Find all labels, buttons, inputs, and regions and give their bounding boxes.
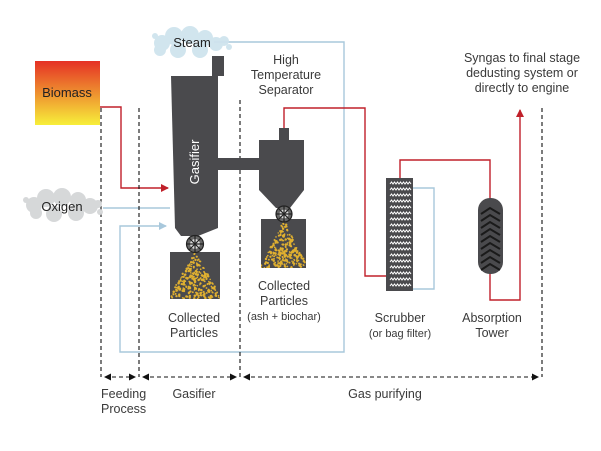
separator-label-line1: High — [273, 53, 299, 67]
feed-lines — [103, 41, 435, 353]
tower-to-syngas-line — [489, 109, 524, 301]
separator-label-line3: Separator — [259, 83, 314, 97]
collected1-label-line2: Particles — [170, 326, 218, 340]
oxigen-cloud-icon — [23, 188, 103, 222]
scrubber-label-line1: Scrubber — [375, 311, 426, 325]
gas-lines — [100, 106, 524, 301]
separator-body — [259, 140, 304, 208]
absorption-label-line2: Tower — [475, 326, 508, 340]
stage-gas-purifying: Gas purifying — [348, 387, 422, 401]
separator-particle-pile — [261, 220, 306, 268]
collected2-label-line2: Particles — [260, 294, 308, 308]
separator-valve-icon — [275, 205, 293, 223]
stage-dividers — [100, 100, 543, 381]
steam-cloud-icon — [152, 26, 232, 58]
syngas-label-line2: dedusting system or — [466, 66, 578, 80]
steam-label: Steam — [173, 35, 211, 50]
gasifier-unit-label: Gasifier — [187, 139, 202, 184]
biomass-box — [35, 61, 100, 125]
collected1-label-line1: Collected — [168, 311, 220, 325]
stage-feeding-line1: Feeding — [101, 387, 146, 401]
gasifier-valve-icon — [185, 234, 205, 254]
stage-gasifier: Gasifier — [172, 387, 215, 401]
gasifier-connector — [218, 158, 259, 170]
collected2-label-line3: (ash + biochar) — [247, 311, 321, 323]
separator-unit — [259, 128, 306, 268]
syngas-label-line1: Syngas to final stage — [464, 51, 580, 65]
stage-feeding-line2: Process — [101, 402, 146, 416]
separator-outlet-line — [283, 107, 386, 277]
biomass-feed-line — [100, 106, 169, 192]
absorption-label-line1: Absorption — [462, 311, 522, 325]
absorption-tower-unit — [478, 198, 503, 274]
gasifier-particle-pile — [170, 252, 220, 299]
scrubber-label-line2: (or bag filter) — [369, 328, 431, 340]
steam-line — [119, 41, 345, 353]
biomass-label: Biomass — [42, 85, 92, 100]
syngas-label-line3: directly to engine — [475, 81, 570, 95]
separator-label-line2: Temperature — [251, 68, 321, 82]
scrubber-loop-line — [413, 187, 435, 290]
scrubber-unit — [386, 178, 413, 291]
gasifier-unit — [170, 56, 259, 299]
gasifier-body — [171, 76, 218, 236]
scrubber-to-tower-line — [399, 159, 491, 203]
oxigen-label: Oxigen — [41, 199, 82, 214]
collected2-label-line1: Collected — [258, 279, 310, 293]
